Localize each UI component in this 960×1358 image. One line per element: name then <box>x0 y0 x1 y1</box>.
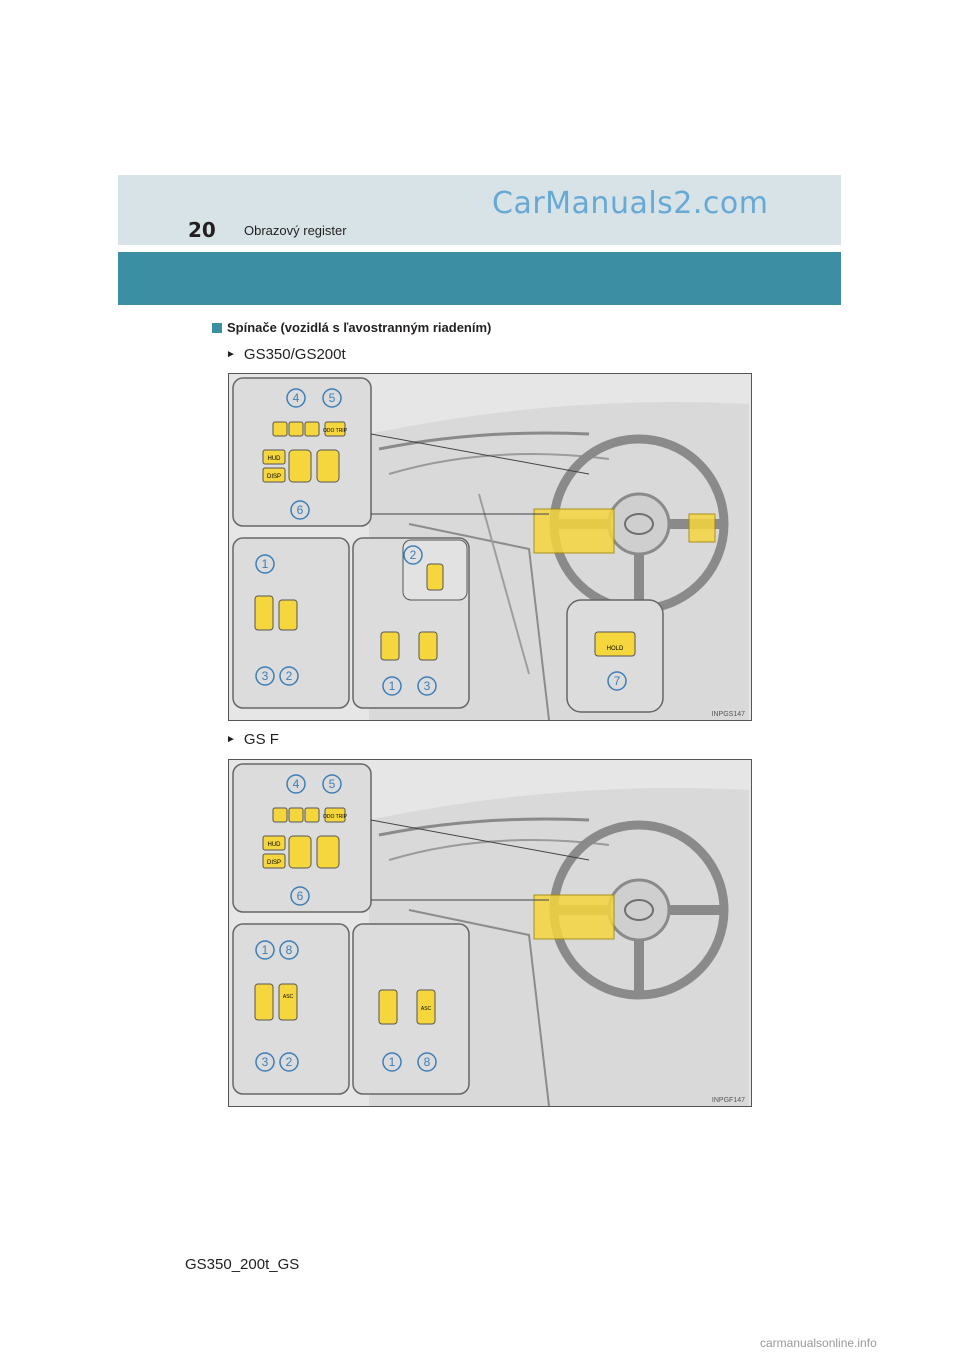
page-number: 20 <box>188 218 216 242</box>
header-band <box>118 175 841 245</box>
variant-label-text: GS F <box>243 731 279 748</box>
section-heading: Spínače (vozidlá s ľavostranným riadením… <box>212 320 491 335</box>
callout-5: 5 <box>329 777 336 791</box>
hud-switch-label: HUD <box>268 456 282 462</box>
figure-gs350-illustration: ODO TRIP HUD DISP HOLD 4 5 6 <box>229 374 751 720</box>
callout-7: 7 <box>614 674 621 688</box>
callout-6: 6 <box>297 889 304 903</box>
chapter-title: Obrazový register <box>244 223 347 238</box>
title-bar <box>118 252 841 305</box>
disp-switch-label: DISP <box>267 474 281 480</box>
hud-switch-label: HUD <box>268 842 282 848</box>
figure-gsf-switches: ODO TRIP HUD DISP ASC ASC 4 5 6 1 8 <box>228 759 752 1107</box>
callout-3: 3 <box>424 679 431 693</box>
odo-trip-switch-label: ODO TRIP <box>323 814 348 820</box>
callout-3: 3 <box>262 1055 269 1069</box>
figure-code: INPGS147 <box>712 711 746 718</box>
callout-5: 5 <box>329 391 336 405</box>
odo-trip-switch-label: ODO TRIP <box>323 428 348 434</box>
asc-switch-label: ASC <box>283 994 294 1000</box>
figure-gsf-illustration: ODO TRIP HUD DISP ASC ASC 4 5 6 1 8 <box>229 760 751 1106</box>
triangle-bullet-icon: ► <box>226 349 236 360</box>
watermark-bottom[interactable]: carmanualsonline.info <box>760 1336 877 1350</box>
callout-2: 2 <box>286 1055 293 1069</box>
variant-label-gs350: ► GS350/GS200t <box>226 346 346 363</box>
callout-1: 1 <box>262 943 269 957</box>
callout-2: 2 <box>410 548 417 562</box>
watermark-top[interactable]: CarManuals2.com <box>492 186 769 221</box>
section-square-icon <box>212 322 222 333</box>
callout-2: 2 <box>286 669 293 683</box>
callout-6: 6 <box>297 503 304 517</box>
callout-8: 8 <box>286 943 293 957</box>
asc-switch-label: ASC <box>421 1006 432 1012</box>
disp-switch-label: DISP <box>267 860 281 866</box>
footer-model-code: GS350_200t_GS <box>185 1256 300 1273</box>
callout-1: 1 <box>262 557 269 571</box>
callout-1: 1 <box>389 679 396 693</box>
variant-label-text: GS350/GS200t <box>243 346 346 363</box>
hold-switch-label: HOLD <box>607 646 624 652</box>
callout-8: 8 <box>424 1055 431 1069</box>
triangle-bullet-icon: ► <box>226 734 236 745</box>
figure-code: INPGF147 <box>712 1097 745 1104</box>
callout-3: 3 <box>262 669 269 683</box>
section-heading-text: Spínače (vozidlá s ľavostranným riadením… <box>227 320 492 335</box>
variant-label-gsf: ► GS F <box>226 731 279 748</box>
callout-4: 4 <box>293 391 300 405</box>
figure-gs350-switches: ODO TRIP HUD DISP HOLD 4 5 6 <box>228 373 752 721</box>
callout-1: 1 <box>389 1055 396 1069</box>
callout-4: 4 <box>293 777 300 791</box>
